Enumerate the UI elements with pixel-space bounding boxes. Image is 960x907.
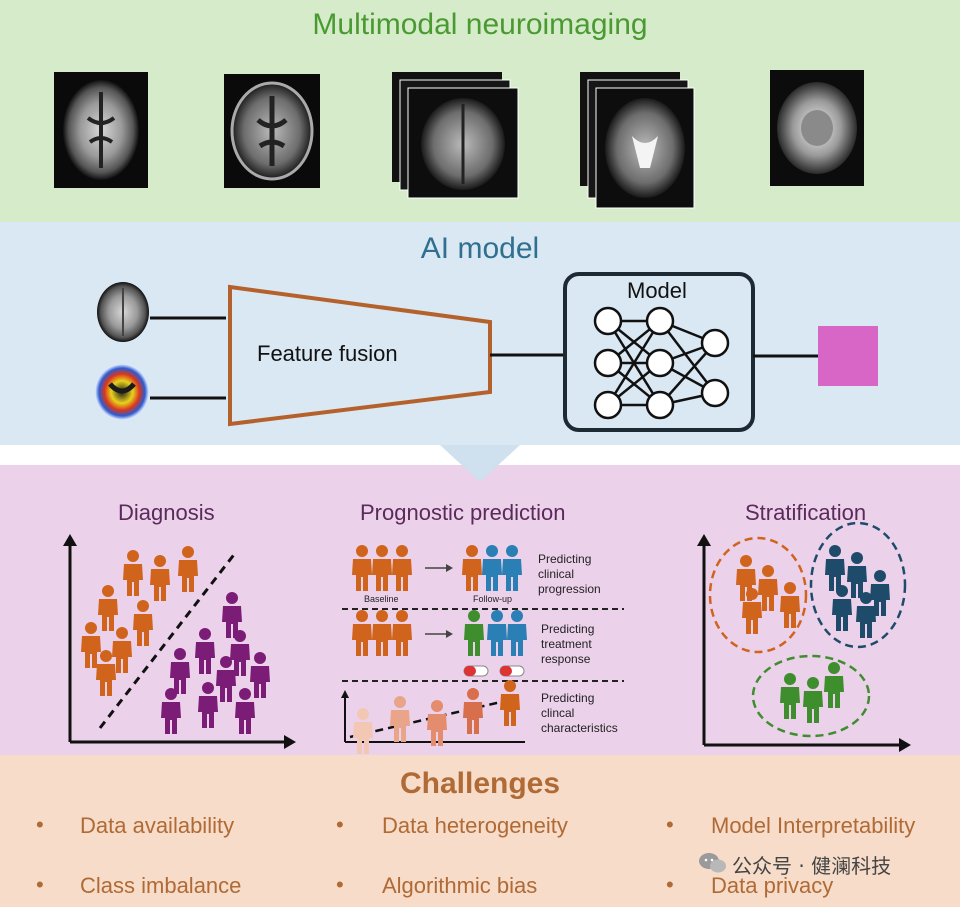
challenge-model-interpretability: Model Interpretability — [711, 813, 916, 838]
model-box — [563, 272, 755, 432]
challenge-algorithmic-bias: Algorithmic bias — [382, 873, 538, 898]
dti-stack-image — [580, 72, 695, 209]
challenge-data-heterogeneity: Data heterogeneity — [382, 813, 568, 838]
bullet-icon: • — [36, 872, 44, 897]
row2-label: Predicting treatment response — [541, 622, 595, 666]
bullet-icon: • — [336, 812, 344, 837]
dwi-stack-image — [392, 72, 519, 199]
down-arrow-icon — [440, 445, 520, 482]
wechat-icon — [699, 853, 726, 873]
output-square — [818, 326, 878, 386]
heatmap-input-thumbnail — [95, 364, 149, 420]
bullet-icon: • — [666, 812, 674, 837]
mri-input-thumbnail — [97, 282, 149, 342]
ai-model-section — [0, 222, 960, 445]
prognosis-heading: Prognostic prediction — [360, 500, 566, 525]
row1-label: Predicting clinical progression — [538, 552, 601, 596]
pet-image — [770, 70, 864, 186]
diagnosis-heading: Diagnosis — [118, 500, 215, 525]
diagnosis-plot — [63, 534, 296, 749]
follow-up-label: Follow-up — [473, 594, 513, 604]
ai-model-title: AI model — [420, 232, 540, 265]
stratification-heading: Stratification — [745, 500, 867, 525]
row3-label: Predicting clincal characteristics — [541, 691, 618, 735]
model-label: Model — [627, 278, 687, 303]
mri-t2-image — [224, 74, 320, 188]
prognosis-rows — [341, 545, 624, 754]
bullet-icon: • — [36, 812, 44, 837]
pill-icon — [463, 665, 489, 677]
mri-t1-image — [54, 72, 148, 188]
challenge-data-availability: Data availability — [80, 813, 235, 838]
pill-icon — [499, 665, 525, 677]
feature-fusion-label: Feature fusion — [257, 341, 398, 366]
bullet-icon: • — [666, 872, 674, 897]
challenges-section — [0, 755, 960, 907]
stratification-plot — [697, 521, 911, 752]
feature-fusion-funnel — [228, 284, 492, 427]
watermark-text: 公众号 · 健澜科技 — [732, 854, 892, 878]
neural-network-icon — [593, 306, 730, 420]
baseline-label: Baseline — [364, 594, 399, 604]
watermark: 公众号 · 健澜科技 — [698, 850, 948, 878]
challenges-title: Challenges — [399, 767, 561, 800]
challenge-class-imbalance: Class imbalance — [80, 873, 242, 898]
bullet-icon: • — [336, 872, 344, 897]
imaging-title: Multimodal neuroimaging — [312, 8, 648, 41]
challenge-data-privacy: Data privacy — [711, 873, 834, 898]
